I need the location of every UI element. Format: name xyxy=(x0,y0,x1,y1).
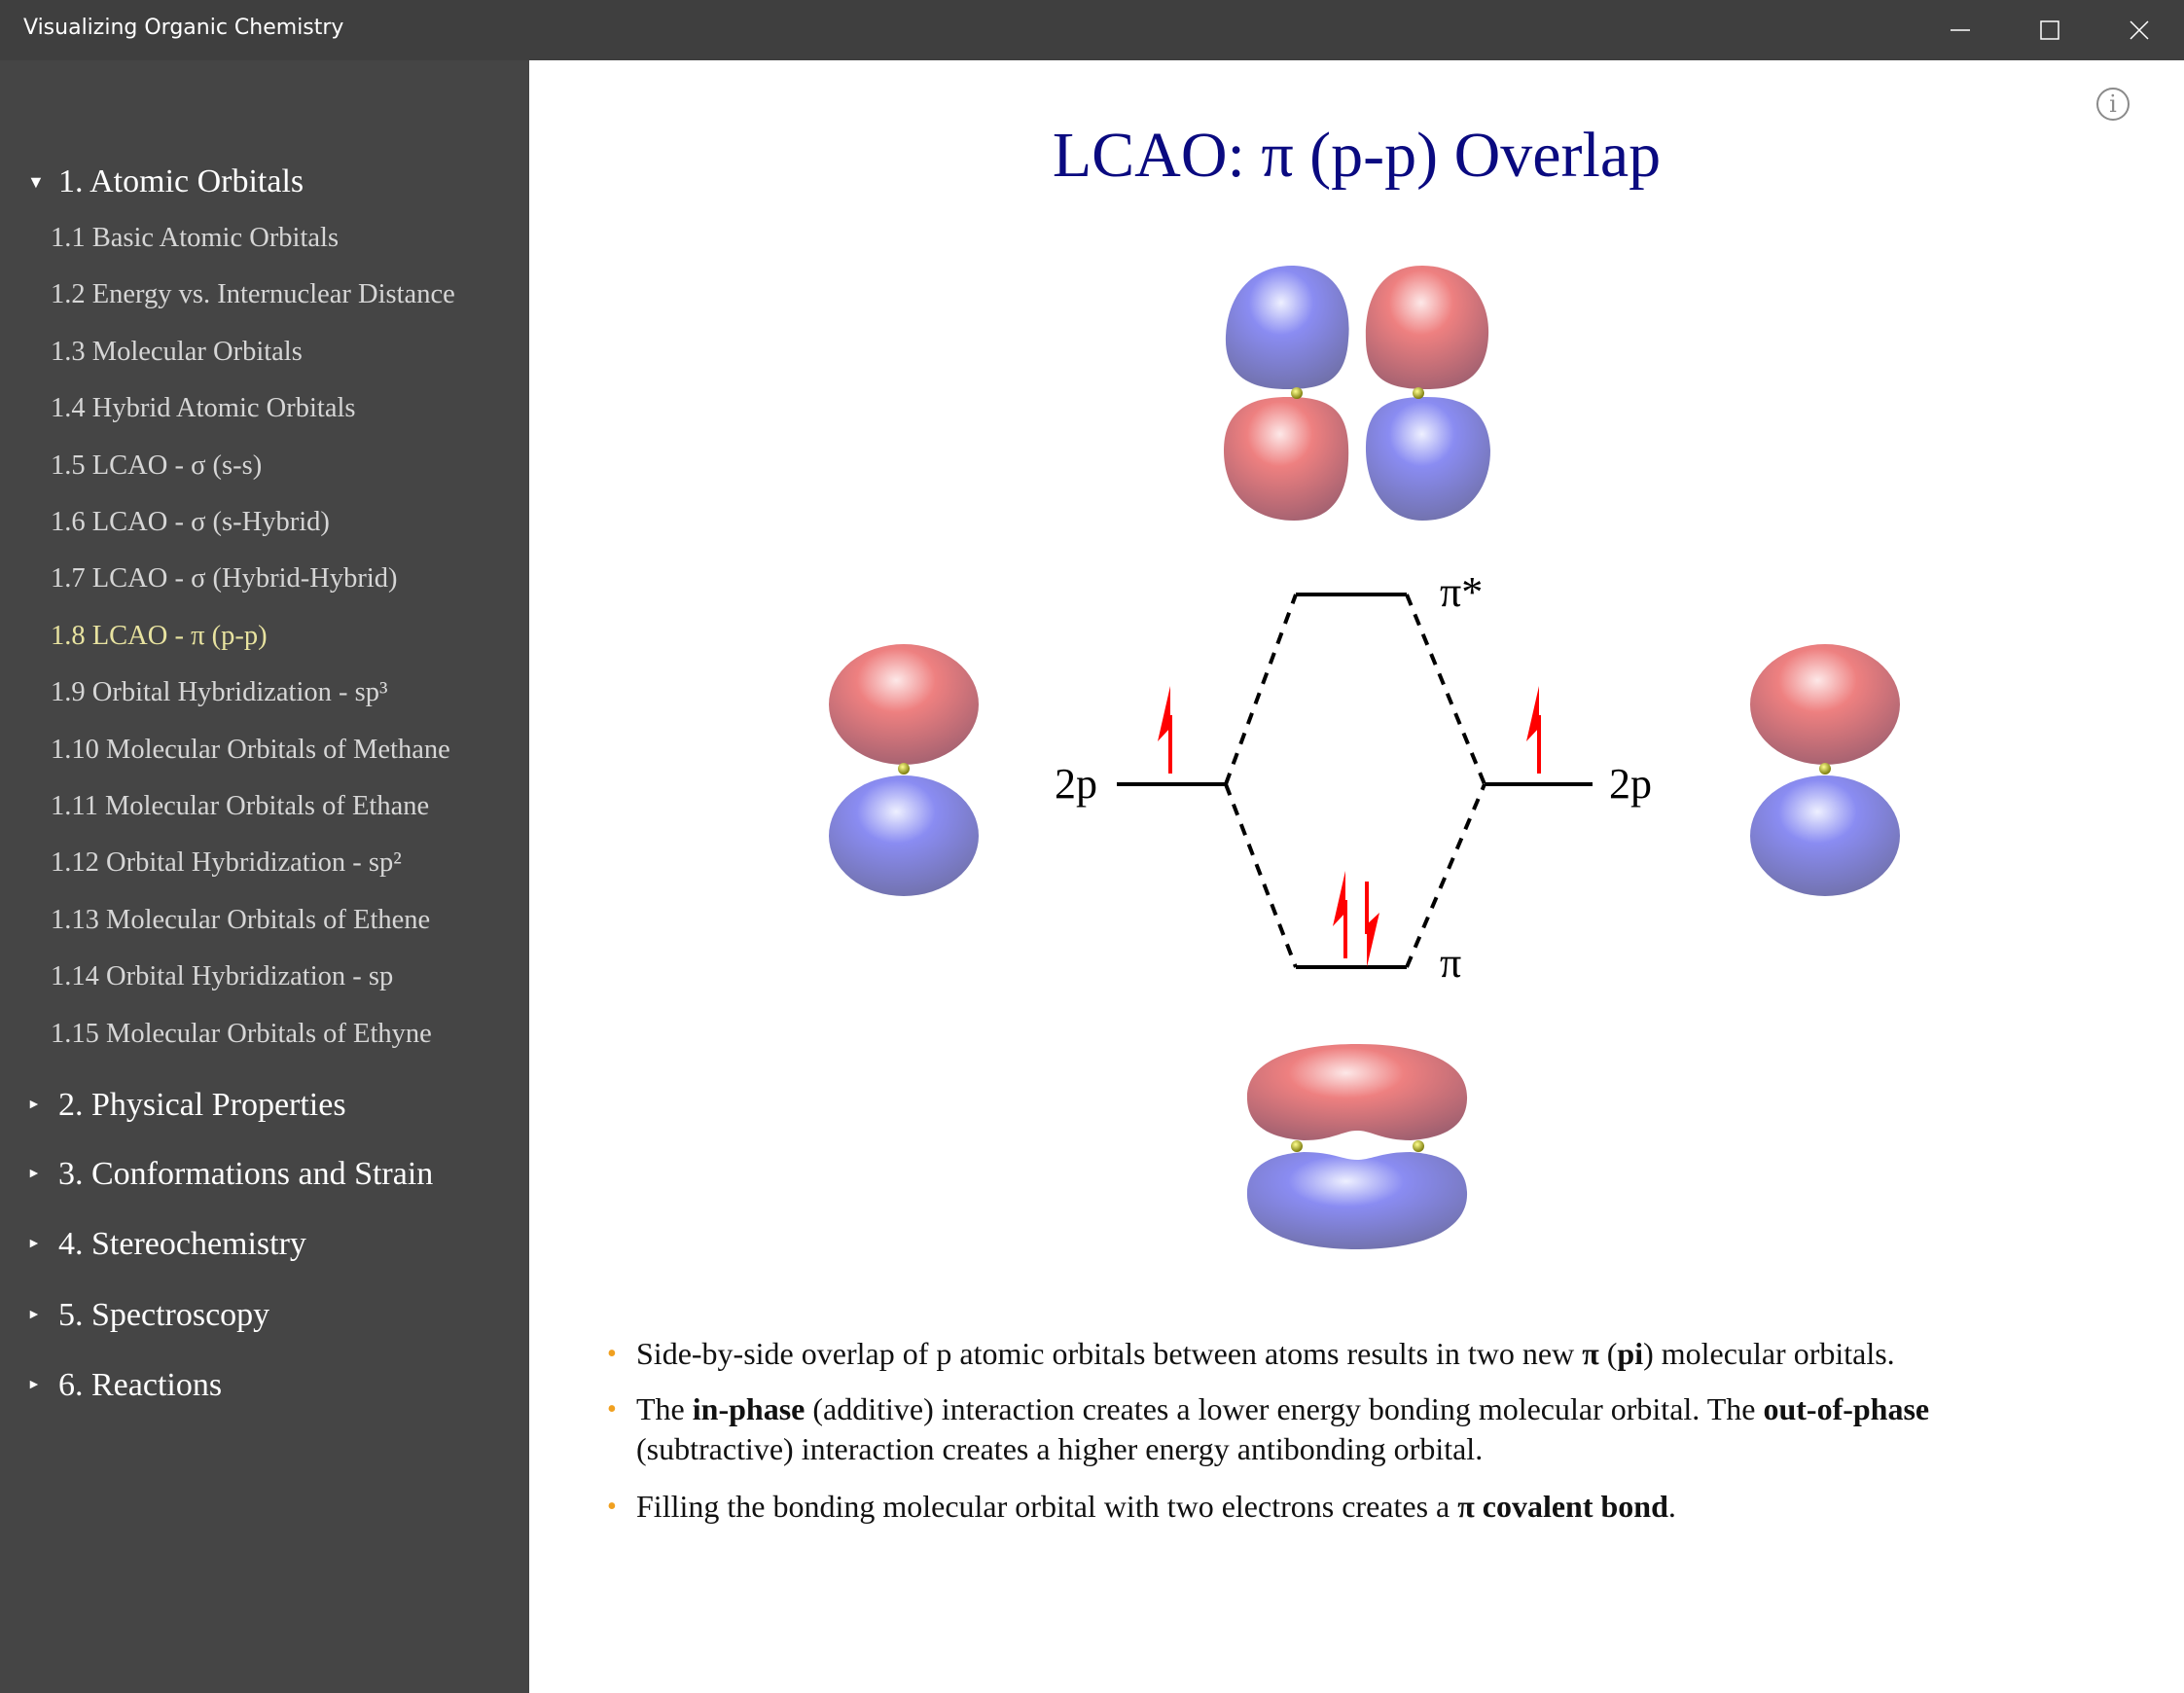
sidebar-item[interactable]: 1.11 Molecular Orbitals of Ethane xyxy=(51,791,430,821)
text-segment: The xyxy=(636,1391,693,1426)
sidebar-section-4[interactable]: ► 4. Stereochemistry xyxy=(0,1220,306,1269)
bold-term: π covalent bond xyxy=(1457,1489,1668,1524)
sidebar-section-label: 1. Atomic Orbitals xyxy=(58,163,304,199)
sidebar-section-1[interactable]: ▼ 1. Atomic Orbitals xyxy=(0,158,304,206)
sidebar-item[interactable]: 1.13 Molecular Orbitals of Ethene xyxy=(51,904,431,935)
pi-star-label: π* xyxy=(1440,568,1483,616)
sidebar-section-3[interactable]: ► 3. Conformations and Strain xyxy=(0,1150,433,1199)
sidebar-item[interactable]: 1.3 Molecular Orbitals xyxy=(51,336,303,367)
correlation-lines xyxy=(1224,594,1486,968)
sidebar-section-label: 6. Reactions xyxy=(58,1367,223,1403)
antibonding-orbital-image xyxy=(1224,265,1490,521)
sidebar-section-5[interactable]: ► 5. Spectroscopy xyxy=(0,1291,269,1340)
pi-label: π xyxy=(1440,939,1461,987)
text-segment: Side-by-side overlap of p atomic orbital… xyxy=(636,1336,1583,1371)
bullet-icon: • xyxy=(607,1394,617,1424)
left-p-orbital-image xyxy=(829,644,979,896)
electron-up-arrow-right xyxy=(1526,686,1541,774)
sidebar-item[interactable]: 1.2 Energy vs. Internuclear Distance xyxy=(51,279,455,310)
bullet-item: • Filling the bonding molecular orbital w… xyxy=(607,1487,2086,1527)
bullet-icon: • xyxy=(607,1339,617,1369)
bullet-item: • The in-phase (additive) interaction cre… xyxy=(607,1389,2086,1469)
sidebar-item[interactable]: 1.1 Basic Atomic Orbitals xyxy=(51,223,340,253)
maximize-icon xyxy=(2040,20,2059,40)
minimize-icon xyxy=(1951,29,1970,31)
electron-pair-arrows xyxy=(1333,871,1379,967)
bullet-item: • Side-by-side overlap of p atomic orbita… xyxy=(607,1334,2086,1374)
bonding-orbital-image xyxy=(1246,1044,1468,1249)
bullet-text: The in-phase (additive) interaction crea… xyxy=(636,1389,2086,1469)
bold-term: pi xyxy=(1617,1336,1644,1371)
chevron-right-icon[interactable]: ► xyxy=(27,1098,41,1112)
sidebar-section-label: 2. Physical Properties xyxy=(58,1087,346,1123)
bold-term: out-of-phase xyxy=(1763,1391,1930,1426)
text-segment: Filling the bonding molecular orbital wi… xyxy=(636,1489,1458,1524)
sidebar-item[interactable]: 1.7 LCAO - σ (Hybrid-Hybrid) xyxy=(51,563,398,594)
sidebar-item[interactable]: 1.9 Orbital Hybridization - sp³ xyxy=(51,677,388,708)
sidebar-item[interactable]: 1.8 LCAO - π (p-p) xyxy=(51,620,268,651)
page-title: LCAO: π (p-p) Overlap xyxy=(1052,120,1662,191)
right-2p-label: 2p xyxy=(1609,760,1652,808)
bullet-icon: • xyxy=(607,1492,617,1522)
bold-term: π xyxy=(1582,1336,1599,1371)
sidebar-item[interactable]: 1.14 Orbital Hybridization - sp xyxy=(51,961,394,992)
maximize-button[interactable] xyxy=(2005,0,2094,60)
close-button[interactable] xyxy=(2094,0,2184,60)
text-segment: (subtractive) interaction creates a high… xyxy=(636,1431,1484,1466)
left-2p-label: 2p xyxy=(1055,760,1097,808)
bullet-text: Filling the bonding molecular orbital wi… xyxy=(636,1487,2086,1527)
sidebar-section-2[interactable]: ► 2. Physical Properties xyxy=(0,1081,346,1130)
sidebar-section-label: 5. Spectroscopy xyxy=(58,1297,270,1333)
sidebar-section-label: 4. Stereochemistry xyxy=(58,1226,306,1262)
chevron-right-icon[interactable]: ► xyxy=(27,1237,41,1251)
text-segment: . xyxy=(1667,1489,1676,1524)
right-p-orbital-image xyxy=(1750,644,1900,896)
sidebar-item[interactable]: 1.15 Molecular Orbitals of Ethyne xyxy=(51,1018,432,1049)
chevron-right-icon[interactable]: ► xyxy=(27,1167,41,1181)
sidebar-item[interactable]: 1.10 Molecular Orbitals of Methane xyxy=(51,734,450,765)
chevron-right-icon[interactable]: ► xyxy=(27,1378,41,1392)
sidebar-item[interactable]: 1.6 LCAO - σ (s-Hybrid) xyxy=(51,507,330,537)
title-bar: Visualizing Organic Chemistry xyxy=(0,0,2184,60)
app-title: Visualizing Organic Chemistry xyxy=(23,16,344,40)
sidebar: ▼ 1. Atomic Orbitals ► 2. Physical Properti… xyxy=(0,60,529,1693)
bullet-text: Side-by-side overlap of p atomic orbital… xyxy=(636,1334,2086,1374)
electron-up-arrow-left xyxy=(1158,686,1172,774)
sidebar-item[interactable]: 1.12 Orbital Hybridization - sp² xyxy=(51,847,402,879)
chevron-down-icon[interactable]: ▼ xyxy=(27,171,45,192)
sidebar-section-label: 3. Conformations and Strain xyxy=(58,1156,434,1192)
info-icon[interactable]: i xyxy=(2096,88,2130,121)
sidebar-section-6[interactable]: ► 6. Reactions xyxy=(0,1361,222,1410)
chevron-right-icon[interactable]: ► xyxy=(27,1308,41,1322)
bold-term: in-phase xyxy=(692,1391,806,1426)
text-segment: (additive) interaction creates a lower e… xyxy=(805,1391,1764,1426)
sidebar-item[interactable]: 1.4 Hybrid Atomic Orbitals xyxy=(51,393,356,424)
text-segment: ) molecular orbitals. xyxy=(1643,1336,1895,1371)
minimize-button[interactable] xyxy=(1915,0,2005,60)
text-segment: ( xyxy=(1598,1336,1618,1371)
sidebar-item[interactable]: 1.5 LCAO - σ (s-s) xyxy=(51,450,263,481)
close-icon xyxy=(2130,20,2149,40)
